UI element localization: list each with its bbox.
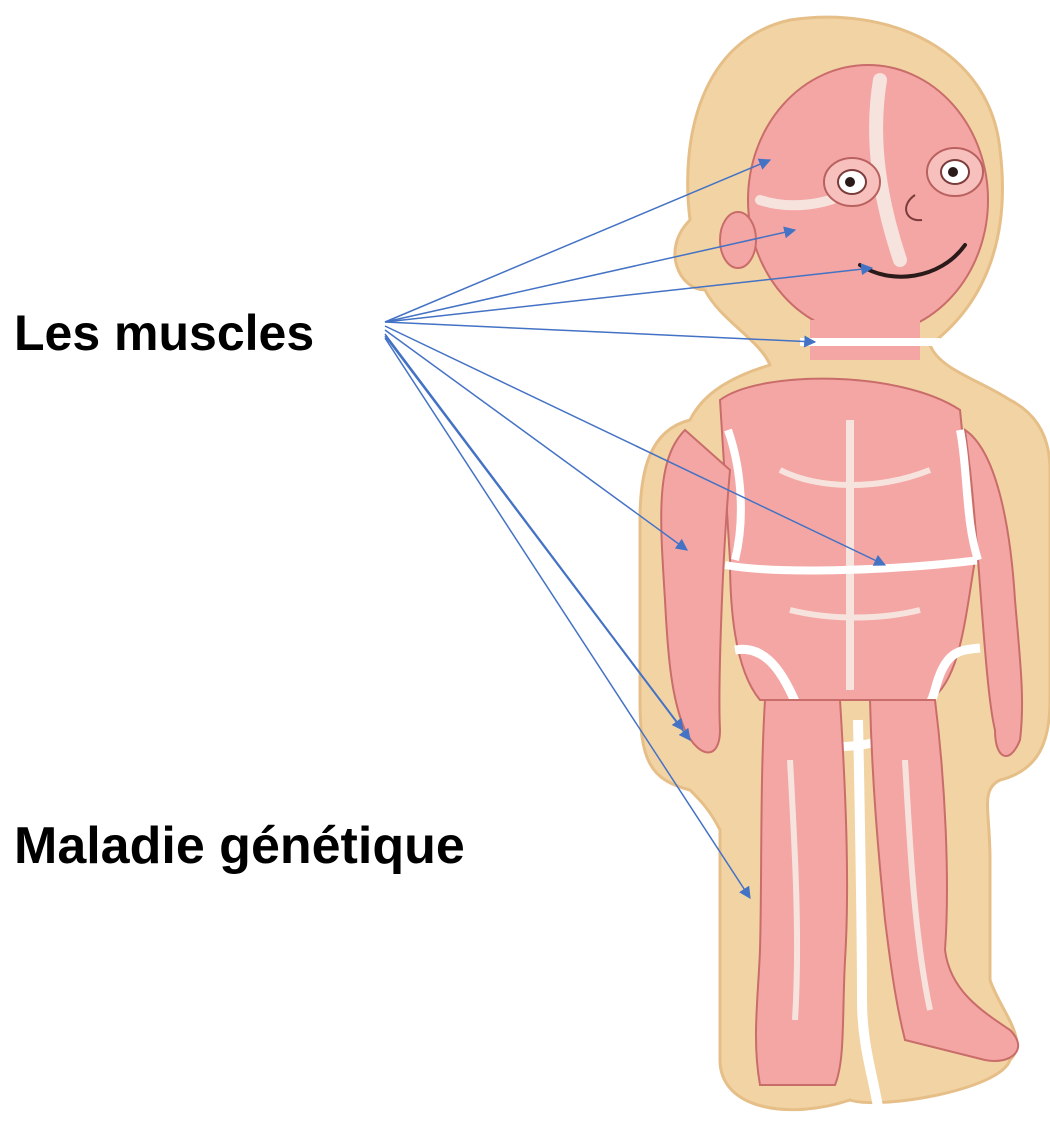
right-leg [756, 700, 847, 1085]
arrow-upper-arm [385, 330, 687, 550]
